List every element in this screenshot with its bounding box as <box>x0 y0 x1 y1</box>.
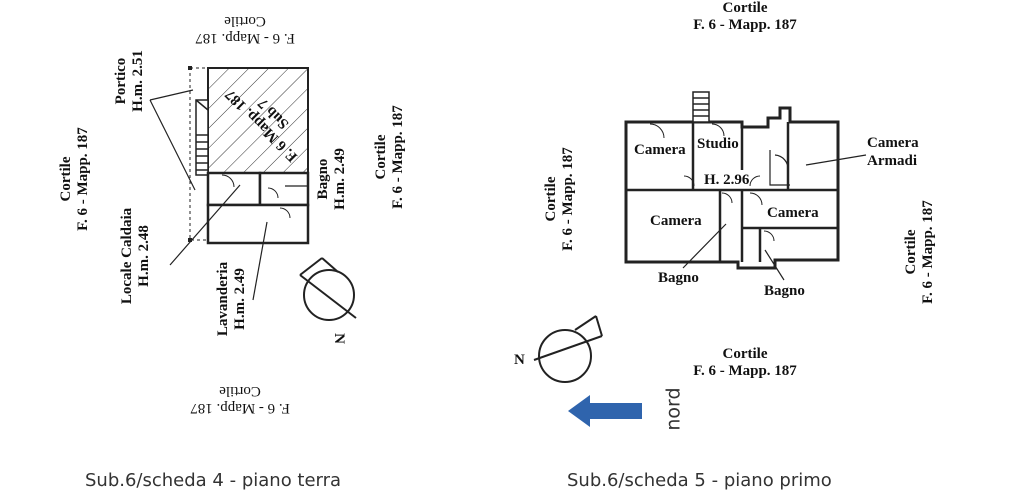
bagno-label-left: Bagno H.m. 2.49 <box>315 148 348 210</box>
compass-right <box>533 315 603 383</box>
ground-floor-plan <box>149 66 357 321</box>
stairs <box>195 99 209 176</box>
right-top-label: Cortile F. 6 - Mapp. 187 <box>693 0 797 33</box>
stairs-top <box>692 91 710 123</box>
caption-right: Sub.6/scheda 5 - piano primo <box>567 470 832 491</box>
room-camera-armadi-2: Armadi <box>867 153 917 169</box>
locale-caldaia-room <box>206 171 262 207</box>
room-camera-armadi-1: Camera <box>867 135 919 151</box>
leader-lines-right <box>682 154 867 281</box>
leader-lines-left <box>149 89 308 301</box>
left-right-label: Cortile F. 6 - Mapp. 187 <box>373 105 406 209</box>
room-studio: Studio <box>697 136 739 152</box>
internal-stairs <box>769 150 790 186</box>
interior-walls <box>626 122 838 262</box>
bagno-room <box>258 171 310 207</box>
room-height-label: H. 2.96 <box>704 172 750 188</box>
compass-left <box>299 257 357 321</box>
left-top-label: F. 6 - Mapp. 187 Cortile <box>195 13 295 46</box>
left-bottom-label: F. 6 - Mapp. 187 Cortile <box>190 383 290 416</box>
right-left-label: Cortile F. 6 - Mapp. 187 <box>543 147 576 251</box>
left-left-label: Cortile F. 6 - Mapp. 187 <box>58 127 91 231</box>
right-right-label: Cortile F. 6 - Mapp. 187 <box>903 200 936 304</box>
right-bottom-label: Cortile F. 6 - Mapp. 187 <box>693 346 797 379</box>
lavanderia-room <box>206 203 310 245</box>
room-camera-top-left: Camera <box>634 142 686 158</box>
first-floor-plan <box>533 91 867 383</box>
compass-n-left: N <box>330 333 347 344</box>
caption-left: Sub.6/scheda 4 - piano terra <box>85 470 342 491</box>
sub7-hatched-area <box>207 67 309 174</box>
room-camera-middle-right: Camera <box>767 205 819 221</box>
portico-label: Portico H.m. 2.51 <box>113 50 146 112</box>
north-arrow-icon <box>568 395 642 427</box>
room-camera-middle-left: Camera <box>650 213 702 229</box>
locale-caldaia-label: Locale Caldaia H.m. 2.48 <box>119 207 152 305</box>
compass-n-right: N <box>514 352 525 368</box>
lavanderia-label: Lavanderia H.m. 2.49 <box>215 261 248 337</box>
outer-walls <box>624 106 840 270</box>
room-bagno-1: Bagno <box>658 270 699 286</box>
nord-label: nord <box>662 387 685 431</box>
room-bagno-2: Bagno <box>764 283 805 299</box>
